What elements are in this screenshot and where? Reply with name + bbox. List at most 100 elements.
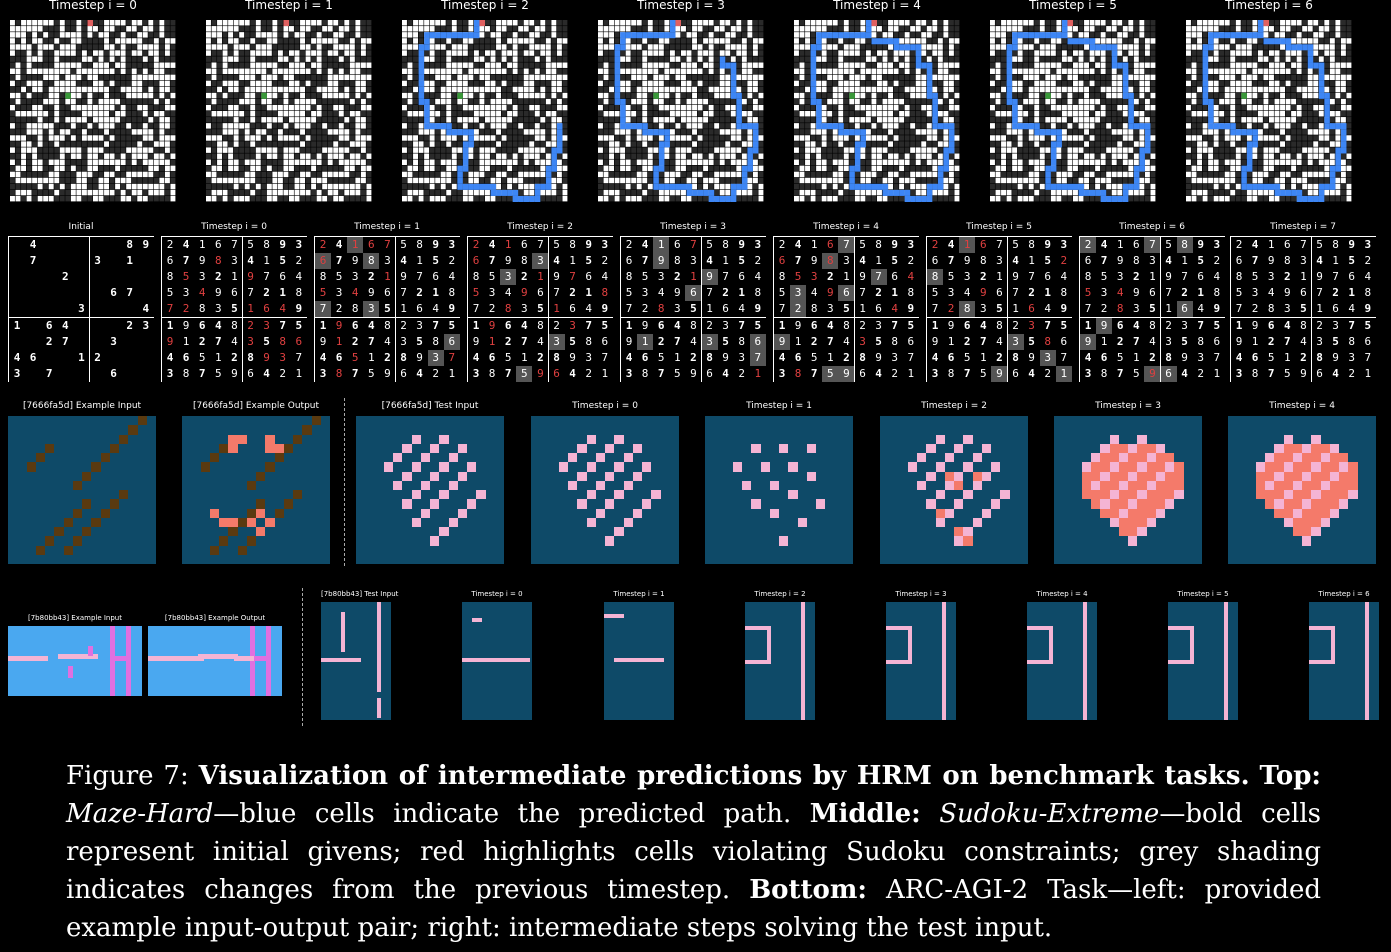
maze-cell xyxy=(893,92,899,99)
maze-cell xyxy=(609,38,614,44)
maze-cell xyxy=(294,177,300,184)
maze-cell xyxy=(424,56,430,62)
maze-path-cell xyxy=(435,32,441,39)
maze-cell xyxy=(109,135,115,141)
maze-cell xyxy=(289,80,294,87)
maze-cell xyxy=(496,86,501,93)
maze-cell xyxy=(758,111,764,117)
maze-cell xyxy=(871,135,877,141)
maze-path-cell xyxy=(904,189,911,196)
maze-cell xyxy=(805,159,810,165)
maze-cell xyxy=(598,56,603,62)
maze-cell xyxy=(899,20,905,26)
maze-cell xyxy=(413,165,418,172)
maze-path-cell xyxy=(653,165,659,172)
maze-cell xyxy=(228,165,234,172)
maze-cell xyxy=(843,56,849,62)
maze-cell xyxy=(915,153,921,159)
maze-cell xyxy=(747,26,753,32)
maze-cell xyxy=(104,38,109,44)
maze-cell xyxy=(669,68,675,74)
maze-cell xyxy=(37,38,43,44)
maze-cell xyxy=(990,20,995,26)
maze-cell xyxy=(736,38,742,44)
maze-grid xyxy=(402,20,568,202)
maze-cell xyxy=(658,26,664,32)
maze-cell xyxy=(725,98,731,105)
maze-cell xyxy=(1056,20,1062,26)
maze-cell xyxy=(849,141,855,147)
maze-cell xyxy=(1122,32,1128,38)
maze-cell xyxy=(300,38,305,44)
maze-cell xyxy=(540,56,546,62)
maze-cell xyxy=(758,123,764,129)
maze-cell xyxy=(805,153,810,159)
maze-cell xyxy=(355,68,361,74)
maze-cell xyxy=(153,195,159,202)
maze-path-cell xyxy=(832,123,839,130)
maze-cell xyxy=(153,44,159,50)
maze-cell xyxy=(854,74,860,81)
maze-cell xyxy=(206,20,211,26)
maze-cell xyxy=(948,62,954,68)
maze-cell xyxy=(551,50,557,56)
maze-cell xyxy=(283,165,289,172)
maze-cell xyxy=(120,74,126,81)
maze-cell xyxy=(333,98,339,105)
maze-path-cell xyxy=(473,20,480,27)
maze-cell xyxy=(266,86,272,93)
maze-cell xyxy=(529,111,535,117)
maze-cell xyxy=(915,98,921,105)
maze-cell xyxy=(747,195,753,202)
maze-cell xyxy=(714,165,720,172)
maze-cell xyxy=(170,183,176,190)
maze-cell xyxy=(115,129,121,135)
maze-cell xyxy=(402,74,407,81)
maze-cell xyxy=(120,159,126,165)
maze-cell xyxy=(794,123,799,129)
maze-cell xyxy=(355,141,361,147)
maze-cell xyxy=(344,32,350,38)
maze-cell xyxy=(915,38,921,44)
maze-cell xyxy=(333,74,339,81)
maze-cell xyxy=(402,98,407,105)
maze-cell xyxy=(529,104,535,111)
maze-path-cell xyxy=(429,123,436,130)
maze-cell xyxy=(338,104,344,111)
maze-cell xyxy=(283,62,289,68)
maze-path-cell xyxy=(614,80,621,87)
maze-cell xyxy=(131,153,137,159)
maze-cell xyxy=(21,123,26,129)
maze-cell xyxy=(266,141,272,147)
maze-cell xyxy=(609,104,614,111)
maze-cell xyxy=(921,80,927,87)
maze-cell xyxy=(664,117,670,123)
maze-cell xyxy=(794,38,799,44)
maze-cell xyxy=(485,98,490,105)
maze-cell xyxy=(686,56,692,62)
maze-cell xyxy=(1144,38,1150,44)
maze-cell xyxy=(545,104,551,111)
maze-cell xyxy=(692,135,697,141)
maze-cell xyxy=(349,123,355,129)
maze-cell xyxy=(752,38,758,44)
maze-cell xyxy=(153,38,159,44)
maze-cell xyxy=(821,80,827,87)
maze-cell xyxy=(126,38,132,44)
maze-cell xyxy=(349,20,355,26)
maze-cell xyxy=(300,135,305,141)
maze-path-cell xyxy=(523,195,530,202)
maze-cell xyxy=(948,104,954,111)
maze-cell xyxy=(349,159,355,165)
maze-cell xyxy=(21,74,26,81)
maze-cell xyxy=(473,62,479,68)
maze-cell xyxy=(904,80,910,87)
maze-cell xyxy=(736,147,742,153)
maze-cell xyxy=(714,98,720,105)
maze-cell xyxy=(664,147,670,153)
maze-path-cell xyxy=(636,32,643,39)
maze-cell xyxy=(758,153,764,159)
maze-cell xyxy=(10,141,15,147)
maze-cell xyxy=(170,135,176,141)
maze-cell xyxy=(322,32,328,38)
